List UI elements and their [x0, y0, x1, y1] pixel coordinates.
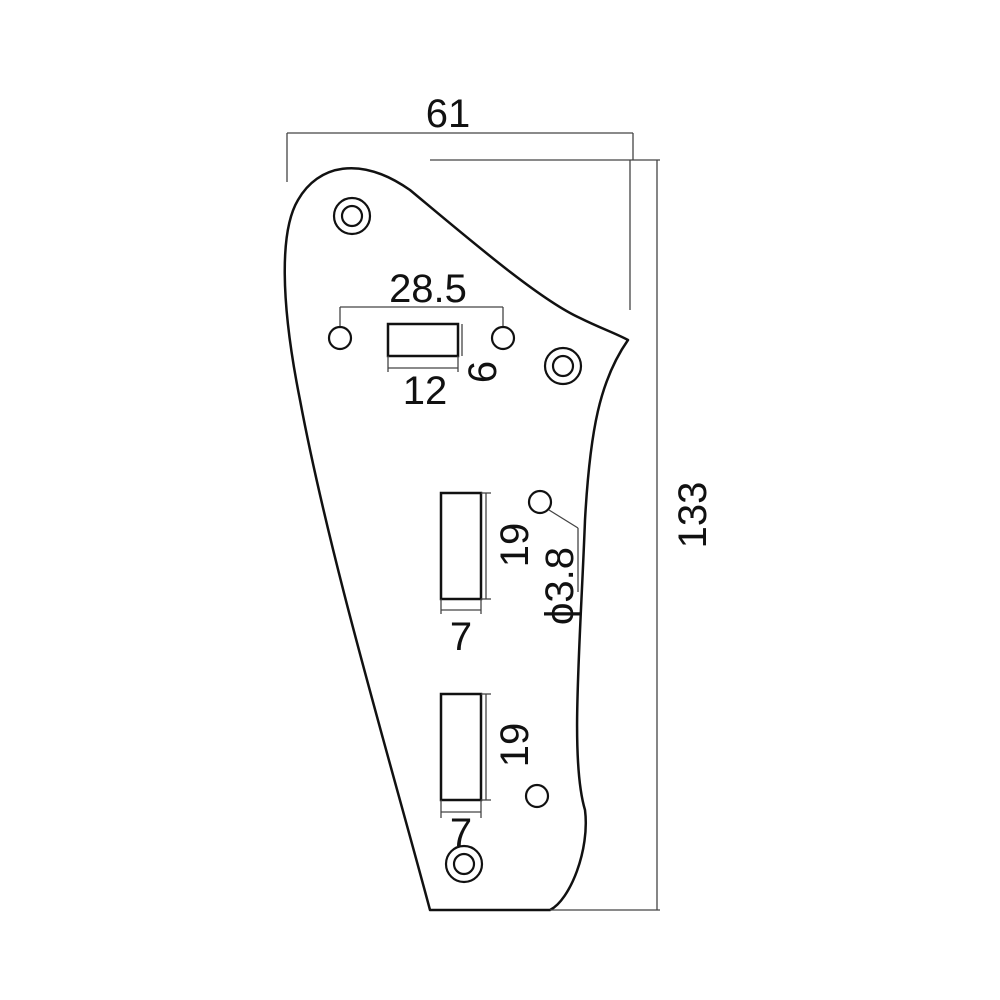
- mount-hole-lower: [524, 783, 550, 809]
- top-slot-width-dimension: 12: [387, 356, 459, 413]
- top-slot-height-label: 6: [461, 361, 505, 383]
- mount-hole-left: [327, 325, 353, 351]
- middle-slot: [439, 491, 483, 601]
- top-slot-height-dimension: 6: [461, 324, 505, 383]
- height-label: 133: [671, 482, 715, 549]
- hole-spacing-label: 28.5: [389, 267, 467, 311]
- pickguard-outline: [283, 167, 630, 912]
- middle-slot-height-label: 19: [493, 523, 537, 568]
- hole-spacing-dimension: 28.5: [339, 267, 504, 326]
- height-dimension: 133: [550, 160, 715, 911]
- screw-hole-bottom: [444, 844, 484, 884]
- bottom-slot-width-label: 7: [450, 811, 472, 855]
- diameter-symbol: ϕ: [538, 603, 582, 625]
- bottom-slot-height-dimension: 19: [481, 693, 537, 801]
- middle-slot-height-dimension: 19: [481, 492, 537, 600]
- screw-hole-right: [543, 346, 583, 386]
- top-slot-width-label: 12: [403, 369, 448, 413]
- width-dimension: 61: [286, 92, 660, 310]
- mount-hole-middle: [527, 489, 553, 515]
- bottom-slot: [439, 692, 483, 802]
- top-slot: [386, 322, 460, 358]
- middle-slot-width-dimension: 7: [440, 599, 482, 659]
- screw-hole-top-left: [332, 196, 372, 236]
- hole-diameter-label: 3.8: [538, 547, 582, 603]
- svg-text:ϕ3.8: ϕ3.8: [538, 547, 582, 625]
- hole-diameter-callout: ϕ3.8: [538, 509, 582, 625]
- bottom-slot-height-label: 19: [493, 723, 537, 768]
- mount-hole-right: [490, 325, 516, 351]
- width-label: 61: [426, 92, 471, 136]
- middle-slot-width-label: 7: [450, 615, 472, 659]
- bottom-slot-width-dimension: 7: [440, 800, 482, 855]
